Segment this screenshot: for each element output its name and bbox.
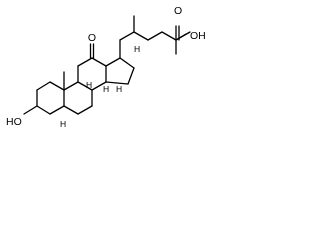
- bond: [36, 105, 51, 115]
- bond: [49, 81, 65, 91]
- bond: [63, 105, 79, 115]
- bond: [91, 81, 107, 91]
- bond: [119, 57, 135, 69]
- h-c17-label: H: [134, 44, 140, 54]
- ring-d: [105, 57, 135, 85]
- bond: [147, 31, 163, 41]
- h-c8-label: H: [103, 84, 109, 94]
- ring-c: [77, 57, 107, 91]
- hydroxyl-label: HO: [6, 116, 22, 128]
- bond: [77, 81, 93, 91]
- bond: [161, 31, 177, 41]
- hydroxyl-bond: [23, 105, 38, 115]
- ketone-group: O: [88, 32, 96, 59]
- carbonyl-oxygen-label: O: [174, 5, 182, 17]
- ketone-oxygen-label: O: [88, 32, 96, 44]
- h-c5-label: H: [60, 119, 66, 129]
- ring-b: [63, 81, 93, 115]
- h-c9-label: H: [86, 80, 92, 90]
- bond: [77, 57, 93, 67]
- bond: [105, 81, 129, 85]
- bond: [133, 31, 149, 41]
- bond: [105, 57, 121, 67]
- bond: [119, 31, 135, 41]
- bond: [63, 81, 79, 91]
- chemical-structure-diagram: O O OH HO H H H H H: [6, 5, 206, 129]
- ring-a: [36, 81, 65, 115]
- bond: [127, 67, 135, 85]
- bond: [175, 31, 191, 41]
- bond: [77, 105, 93, 115]
- carboxylic-acid-group: O OH: [174, 5, 206, 42]
- acid-hydroxyl-label: OH: [190, 30, 206, 42]
- bond: [36, 81, 51, 91]
- bond: [49, 105, 65, 115]
- bond: [91, 57, 107, 67]
- h-c14-label: H: [116, 84, 122, 94]
